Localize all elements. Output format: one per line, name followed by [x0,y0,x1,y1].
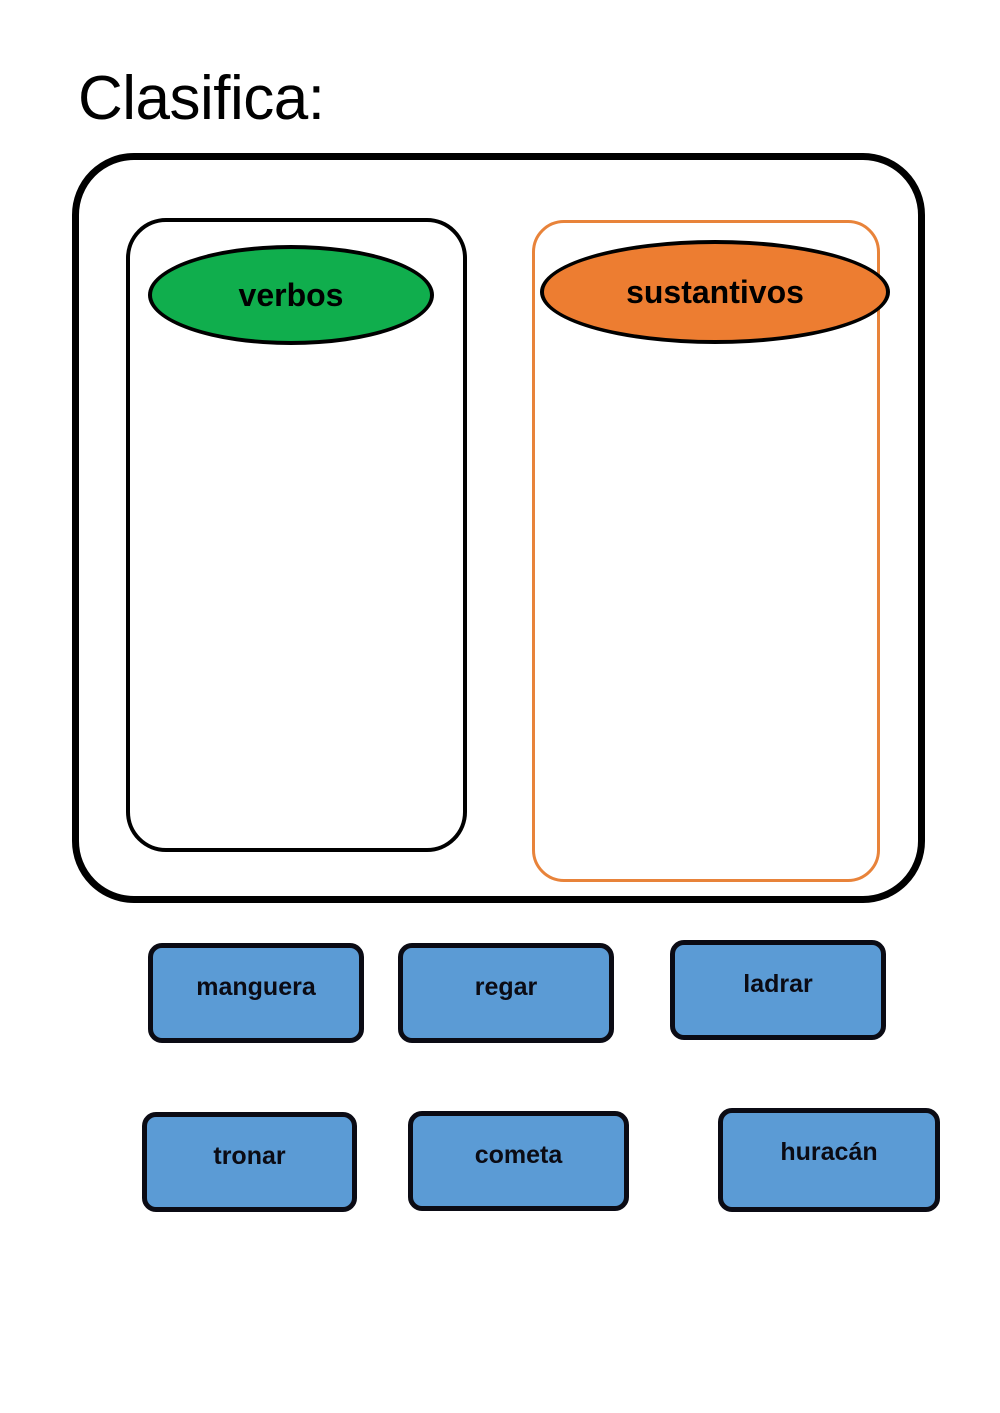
category-label-verbos-text: verbos [238,277,344,313]
word-tile-label: manguera [196,973,316,1001]
word-tile-cometa[interactable]: cometa [408,1111,629,1211]
word-tile-manguera[interactable]: manguera [148,943,364,1043]
word-tile-huracan[interactable]: huracán [718,1108,940,1212]
page-title: Clasifica: [78,64,325,133]
word-tile-label: ladrar [743,970,813,998]
category-label-verbos: verbos [148,245,434,345]
word-tile-label: huracán [780,1138,878,1166]
word-tile-tronar[interactable]: tronar [142,1112,357,1212]
word-tile-ladrar[interactable]: ladrar [670,940,886,1040]
word-tile-label: cometa [474,1141,563,1169]
word-tile-regar[interactable]: regar [398,943,614,1043]
word-tile-label: regar [474,973,538,1001]
word-tile-label: tronar [213,1142,286,1170]
category-label-sustantivos: sustantivos [540,240,890,344]
category-label-sustantivos-text: sustantivos [626,274,804,310]
